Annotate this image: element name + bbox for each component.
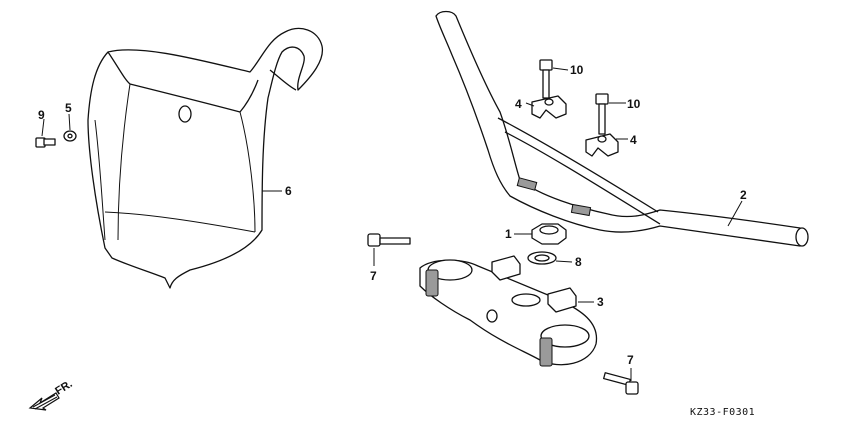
callout-7-left: 7 — [370, 269, 377, 283]
bolt-10-upper — [539, 59, 569, 99]
steering-stem-nut-1 — [514, 223, 567, 245]
handlebar — [435, 10, 809, 247]
callout-6: 6 — [285, 184, 292, 198]
callout-8: 8 — [575, 255, 582, 269]
washer-8 — [527, 251, 573, 265]
front-direction-arrow-icon — [28, 392, 60, 411]
callout-10-lower: 10 — [627, 97, 641, 111]
callout-3: 3 — [597, 295, 604, 309]
washer-5 — [63, 113, 77, 142]
callout-7-right: 7 — [627, 353, 634, 367]
pinch-bolt-7-right — [603, 368, 639, 395]
handlebar-holder-4-upper — [531, 95, 567, 119]
callout-10-upper: 10 — [570, 63, 584, 77]
top-bridge — [419, 255, 598, 367]
callout-4-upper: 4 — [515, 97, 522, 111]
callout-1: 1 — [505, 227, 512, 241]
pinch-bolt-7-left — [367, 233, 411, 266]
handlebar-holder-4-lower — [585, 133, 619, 157]
callout-5: 5 — [65, 101, 72, 115]
diagram-code: KZ33-F0301 — [690, 407, 755, 418]
callout-9: 9 — [38, 108, 45, 122]
bolt-10-lower — [595, 93, 626, 135]
callout-2: 2 — [740, 188, 747, 202]
bolt-9 — [35, 118, 56, 148]
number-plate — [87, 27, 324, 289]
callout-4-lower: 4 — [630, 133, 637, 147]
